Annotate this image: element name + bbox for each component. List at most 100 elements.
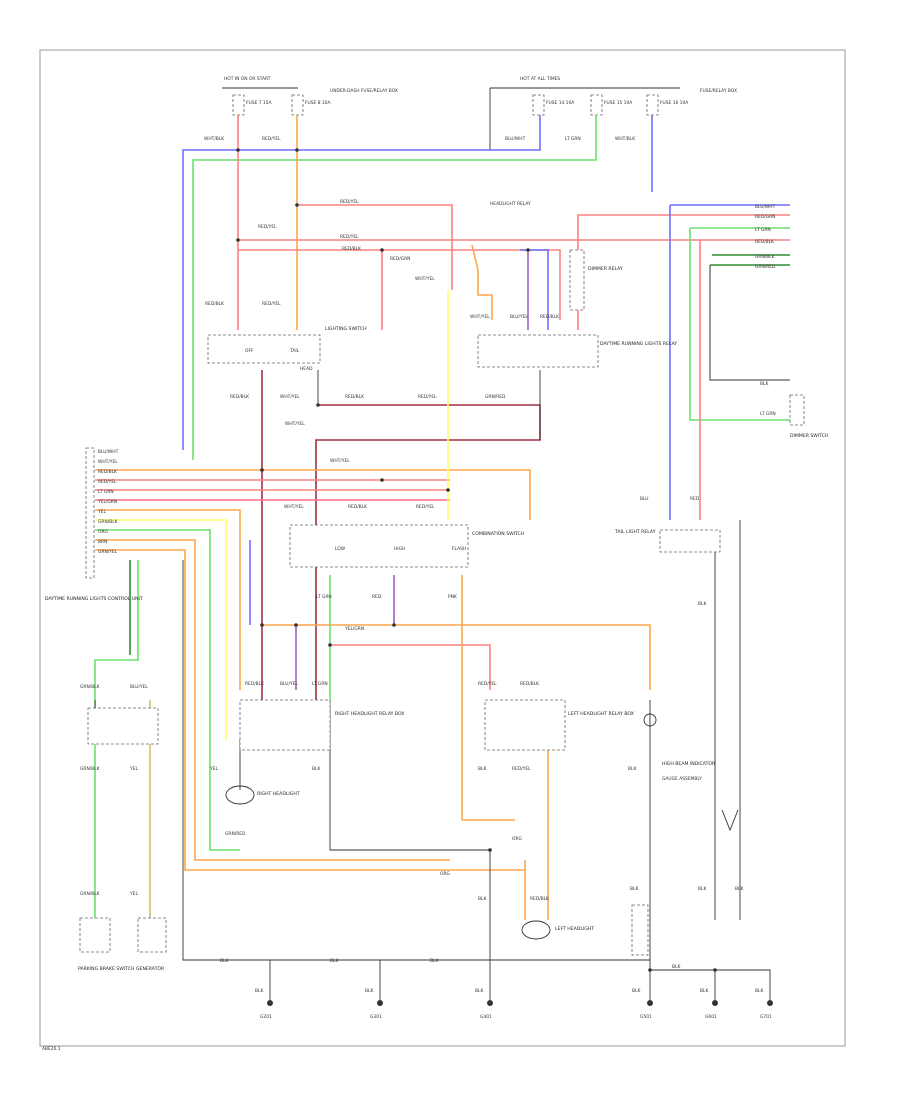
generator: GENERATOR (136, 917, 167, 972)
wl-23: WHT/YEL (330, 458, 350, 464)
wl-19: RED/BLK (345, 394, 364, 400)
wl-79: BLK (430, 958, 438, 964)
wl-47: BLU/WHT (755, 204, 776, 210)
wire-orange-harness-3 (95, 539, 450, 861)
wl-73: RED/BLK (530, 896, 549, 902)
right-relay-box: RIGHT HEADLIGHT RELAY BOX (239, 699, 404, 751)
wl-18: WHT/YEL (280, 394, 300, 400)
wl-83: BLK (475, 988, 483, 994)
fuse-7 (232, 94, 245, 116)
wl-20: RED/YEL (418, 394, 437, 400)
wl-60: GRN/BLK (80, 766, 100, 772)
wl-32: ORG (98, 529, 109, 535)
combination-switch: COMBINATION SWITCH LOW HIGH FLASH (289, 524, 524, 568)
wl-45: BLK (760, 381, 768, 387)
wire-green-top (192, 115, 597, 460)
wl-43: RED (690, 496, 700, 502)
wl-61: YEL (129, 766, 138, 772)
left-headlight: LEFT HEADLIGHT (521, 920, 594, 940)
ground-point-5 (712, 1000, 718, 1006)
fuse-8 (291, 94, 304, 116)
black-circuitry (94, 370, 771, 1000)
wl-44: BLK (698, 601, 706, 607)
wl-55: LT GRN (312, 681, 328, 687)
wl-81: BLK (255, 988, 263, 994)
wl-37: RED/YEL (416, 504, 435, 510)
right-headlight: RIGHT HEADLIGHT (225, 785, 300, 805)
parking-brake-switch: PARKING BRAKE SWITCH (78, 917, 134, 972)
wl-71: YEL (129, 891, 138, 897)
wl-22: WHT/YEL (285, 421, 305, 427)
dimmer-switch: DIMMER SWITCH (789, 394, 828, 439)
combination-switch-label: COMBINATION SWITCH (472, 531, 524, 537)
diagram-frame (39, 49, 846, 1047)
wl-15: BLU/YEL (510, 314, 528, 320)
ground-label-2: G301 (370, 1014, 382, 1020)
ground-point-2 (377, 1000, 383, 1006)
wl-26: RED/BLK (98, 469, 117, 475)
wl-40: PNK (448, 594, 457, 600)
wl-70: GRN/BLK (80, 891, 100, 897)
wl-24: BLU/WHT (98, 449, 119, 455)
wl-85: BLK (700, 988, 708, 994)
wire-green-right-down (689, 228, 790, 421)
wl-3: BLU/WHT (505, 136, 526, 142)
daytime-relay: DAYTIME RUNNING LIGHTS RELAY (477, 334, 677, 368)
tail-light-relay: TAIL LIGHT RELAY (614, 529, 721, 553)
wl-8: RED/YEL (340, 234, 359, 240)
wire-set (94, 115, 790, 930)
wl-66: BLK (628, 766, 636, 772)
wire-green-harness (95, 529, 211, 730)
wl-57: RED/BLK (520, 681, 539, 687)
wl-75: BLK (698, 886, 706, 892)
wire-red-bus-3 (238, 249, 561, 320)
parking-brake-switch-label: PARKING BRAKE SWITCH (78, 966, 134, 972)
wl-78: BLK (330, 958, 338, 964)
wl-62: YEL (209, 766, 218, 772)
wl-9: RED/BLK (342, 246, 361, 252)
wire-yellow-harness (95, 519, 227, 740)
wl-82: BLK (365, 988, 373, 994)
drl-control-unit: DAYTIME RUNNING LIGHTS CONTROL UNIT (45, 447, 143, 602)
ground-label-6: G701 (760, 1014, 772, 1020)
fuse-box-label-left: UNDER-DASH FUSE/RELAY BOX (330, 88, 398, 94)
wl-74: BLK (630, 886, 638, 892)
ground-point-3 (487, 1000, 493, 1006)
dimmer-switch-label: DIMMER SWITCH (790, 433, 828, 439)
ground-label-3: G401 (480, 1014, 492, 1020)
wire-orange-harness (95, 469, 531, 520)
wl-76: BLK (735, 886, 743, 892)
fuse-group-label-left: HOT IN ON OR START (224, 76, 271, 82)
dimmer-relay: DIMMER RELAY (569, 249, 623, 311)
wl-63: BLK (312, 766, 320, 772)
wire-orange-harness-2 (95, 509, 241, 690)
fuse-7-label: FUSE 7 15A (246, 100, 271, 106)
wl-29: YEL/GRN (97, 499, 117, 505)
wl-49: LT GRN (755, 227, 771, 233)
lighting-switch-off: OFF (245, 348, 254, 354)
drl-control-unit-label: DAYTIME RUNNING LIGHTS CONTROL UNIT (45, 596, 143, 602)
lighting-switch-tail: TAIL (289, 348, 300, 354)
daytime-relay-label: DAYTIME RUNNING LIGHTS RELAY (600, 341, 677, 347)
fuse-15 (590, 94, 603, 116)
wl-30: YEL (97, 509, 106, 515)
wl-31: GRN/BLK (98, 519, 118, 525)
ground-point-4 (647, 1000, 653, 1006)
fuse-15-label: FUSE 15 10A (604, 100, 632, 106)
wl-14: WHT/YEL (470, 314, 490, 320)
left-relay-box-label: LEFT HEADLIGHT RELAY BOX (568, 711, 634, 717)
wire-red-left-relay (330, 644, 491, 690)
wire-green-parking (94, 560, 139, 930)
wl-56: RED/YEL (478, 681, 497, 687)
wl-12: RED/BLK (205, 301, 224, 307)
wl-48: RED/GRN (755, 214, 775, 220)
wl-51: GRN/BLK (755, 254, 775, 260)
left-relay-box: LEFT HEADLIGHT RELAY BOX (484, 699, 634, 751)
wire-red-bus-1 (297, 204, 453, 290)
wl-53: RED/BLK (245, 681, 264, 687)
ground-point-6 (767, 1000, 773, 1006)
wl-13: RED/YEL (262, 301, 281, 307)
ground-point-1 (267, 1000, 273, 1006)
